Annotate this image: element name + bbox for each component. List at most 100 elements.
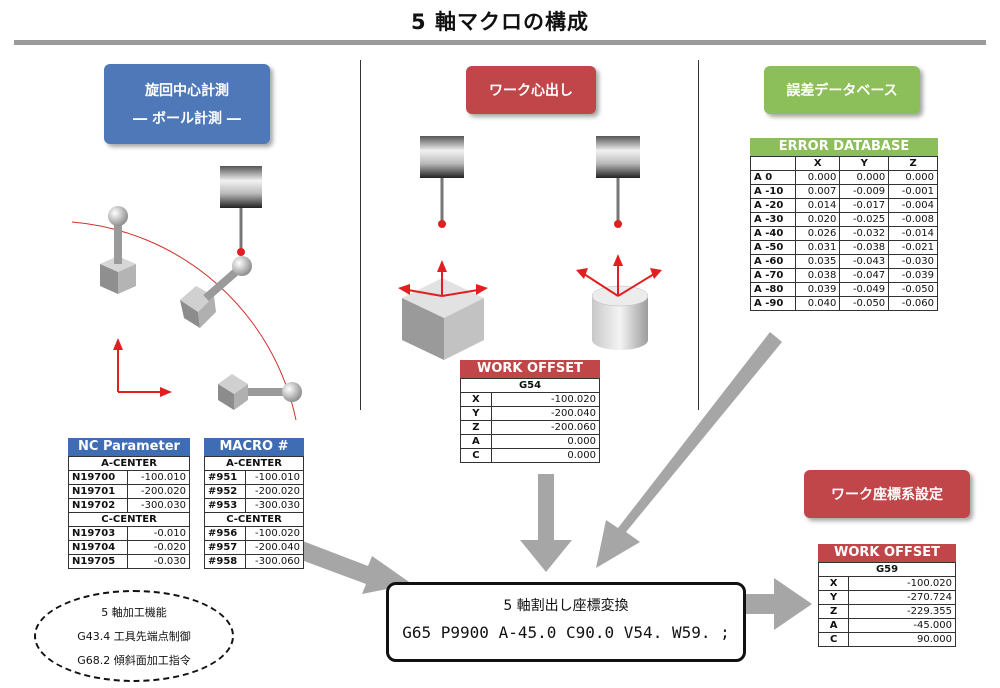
table-row: X-100.020 bbox=[460, 392, 601, 407]
table-cell: A -90 bbox=[749, 296, 797, 311]
coordinate-transform-box: 5 軸割出し座標変換 G65 P9900 A-45.0 C90.0 V54. W… bbox=[386, 582, 746, 662]
macro-a-rows: #951-100.010#952-200.020#953-300.030 bbox=[204, 470, 305, 513]
center-measure-label: 旋回中心計測 ― ボール計測 ― bbox=[104, 64, 270, 144]
table-cell: -0.009 bbox=[839, 184, 890, 199]
table-cell: A -20 bbox=[749, 198, 797, 213]
ball-artifact-mid bbox=[180, 256, 252, 328]
table-cell: -0.021 bbox=[888, 240, 938, 255]
table-cell: -0.060 bbox=[888, 296, 938, 311]
title-rule bbox=[14, 40, 986, 45]
table-cell: #958 bbox=[204, 554, 246, 569]
table-cell: -0.008 bbox=[888, 212, 938, 227]
table-cell: A -70 bbox=[749, 268, 797, 283]
table-row: #952-200.020 bbox=[204, 484, 305, 499]
table-row: N19703-0.010 bbox=[67, 526, 190, 541]
table-cell: A -60 bbox=[749, 254, 797, 269]
table-cell: -0.032 bbox=[839, 226, 890, 241]
separator-1 bbox=[360, 60, 361, 410]
table-cell: #953 bbox=[204, 498, 246, 513]
table-cell: A -40 bbox=[749, 226, 797, 241]
table-row: #953-300.030 bbox=[204, 498, 305, 513]
macro-a-center: A-CENTER bbox=[204, 456, 304, 471]
page-title: 5 軸マクロの構成 bbox=[411, 10, 589, 34]
five-axis-functions-oval: 5 軸加工機能 G43.4 工具先端点制御 G68.2 傾斜面加工指令 bbox=[34, 590, 234, 682]
nc-a-center: A-CENTER bbox=[68, 456, 190, 471]
arrow-g54-to-formula bbox=[520, 474, 572, 572]
table-cell: -0.030 bbox=[127, 554, 190, 569]
table-cell: #957 bbox=[204, 540, 246, 555]
table-cell: 0.000 bbox=[490, 434, 601, 449]
g54-label: G54 bbox=[460, 378, 600, 393]
table-row: #956-100.020 bbox=[204, 526, 305, 541]
table-cell: -100.020 bbox=[848, 576, 956, 591]
table-row: #951-100.010 bbox=[204, 470, 305, 485]
table-cell: A -80 bbox=[749, 282, 797, 297]
table-cell: N19704 bbox=[67, 540, 129, 555]
probe-left-section bbox=[220, 166, 262, 256]
table-cell: 0.007 bbox=[795, 184, 841, 199]
arrow-errordb-to-formula bbox=[596, 332, 782, 568]
cylinder-workpiece bbox=[576, 254, 662, 350]
table-cell: -200.020 bbox=[244, 484, 305, 499]
table-cell: 0.026 bbox=[795, 226, 841, 241]
table-cell: Z bbox=[460, 420, 492, 435]
table-cell: -100.010 bbox=[244, 470, 305, 485]
table-cell: -0.039 bbox=[888, 268, 938, 283]
table-cell: -0.001 bbox=[888, 184, 938, 199]
macro-panel: MACRO # A-CENTER #951-100.010#952-200.02… bbox=[204, 438, 305, 569]
table-cell: -0.014 bbox=[888, 226, 938, 241]
probe-work-2 bbox=[596, 136, 640, 228]
table-cell: #951 bbox=[204, 470, 246, 485]
table-cell: 0.000 bbox=[490, 448, 601, 463]
macro-table: A-CENTER #951-100.010#952-200.020#953-30… bbox=[204, 456, 305, 569]
table-cell: X bbox=[460, 392, 492, 407]
col-header bbox=[749, 156, 797, 171]
formula-code: G65 P9900 A-45.0 C90.0 V54. W59. ; bbox=[402, 623, 730, 642]
table-cell: 0.000 bbox=[795, 170, 841, 185]
ball-artifact-bottom bbox=[218, 374, 302, 410]
func-line-2: G43.4 工具先端点制御 bbox=[77, 630, 191, 643]
table-row: #958-300.060 bbox=[204, 554, 305, 569]
table-cell: 0.035 bbox=[795, 254, 841, 269]
table-cell: -200.040 bbox=[244, 540, 305, 555]
table-row: N19701-200.020 bbox=[67, 484, 190, 499]
ball-measure-subtitle: ― ボール計測 ― bbox=[133, 111, 241, 127]
table-cell: 0.039 bbox=[795, 282, 841, 297]
nc-param-caption: NC Parameter bbox=[68, 438, 190, 456]
table-cell: N19701 bbox=[67, 484, 129, 499]
table-cell: -300.030 bbox=[244, 498, 305, 513]
table-cell: -0.010 bbox=[127, 526, 190, 541]
table-cell: -0.047 bbox=[839, 268, 890, 283]
table-cell: -200.060 bbox=[490, 420, 601, 435]
table-cell: A -30 bbox=[749, 212, 797, 227]
table-row: N19702-300.030 bbox=[67, 498, 190, 513]
table-cell: 0.000 bbox=[839, 170, 890, 185]
error-db-label: 誤差データベース bbox=[764, 66, 920, 114]
table-row: N19704-0.020 bbox=[67, 540, 190, 555]
table-cell: -0.049 bbox=[839, 282, 890, 297]
table-cell: A bbox=[817, 618, 850, 633]
table-cell: -0.030 bbox=[888, 254, 938, 269]
table-cell: X bbox=[817, 576, 850, 591]
flow-arrows bbox=[296, 332, 812, 630]
table-cell: -0.043 bbox=[839, 254, 890, 269]
probe-work-1 bbox=[420, 136, 464, 228]
table-cell: N19703 bbox=[67, 526, 129, 541]
table-cell: -200.040 bbox=[490, 406, 601, 421]
macro-c-center: C-CENTER bbox=[204, 512, 304, 527]
table-cell: -0.025 bbox=[839, 212, 890, 227]
table-cell: 90.000 bbox=[848, 632, 956, 647]
